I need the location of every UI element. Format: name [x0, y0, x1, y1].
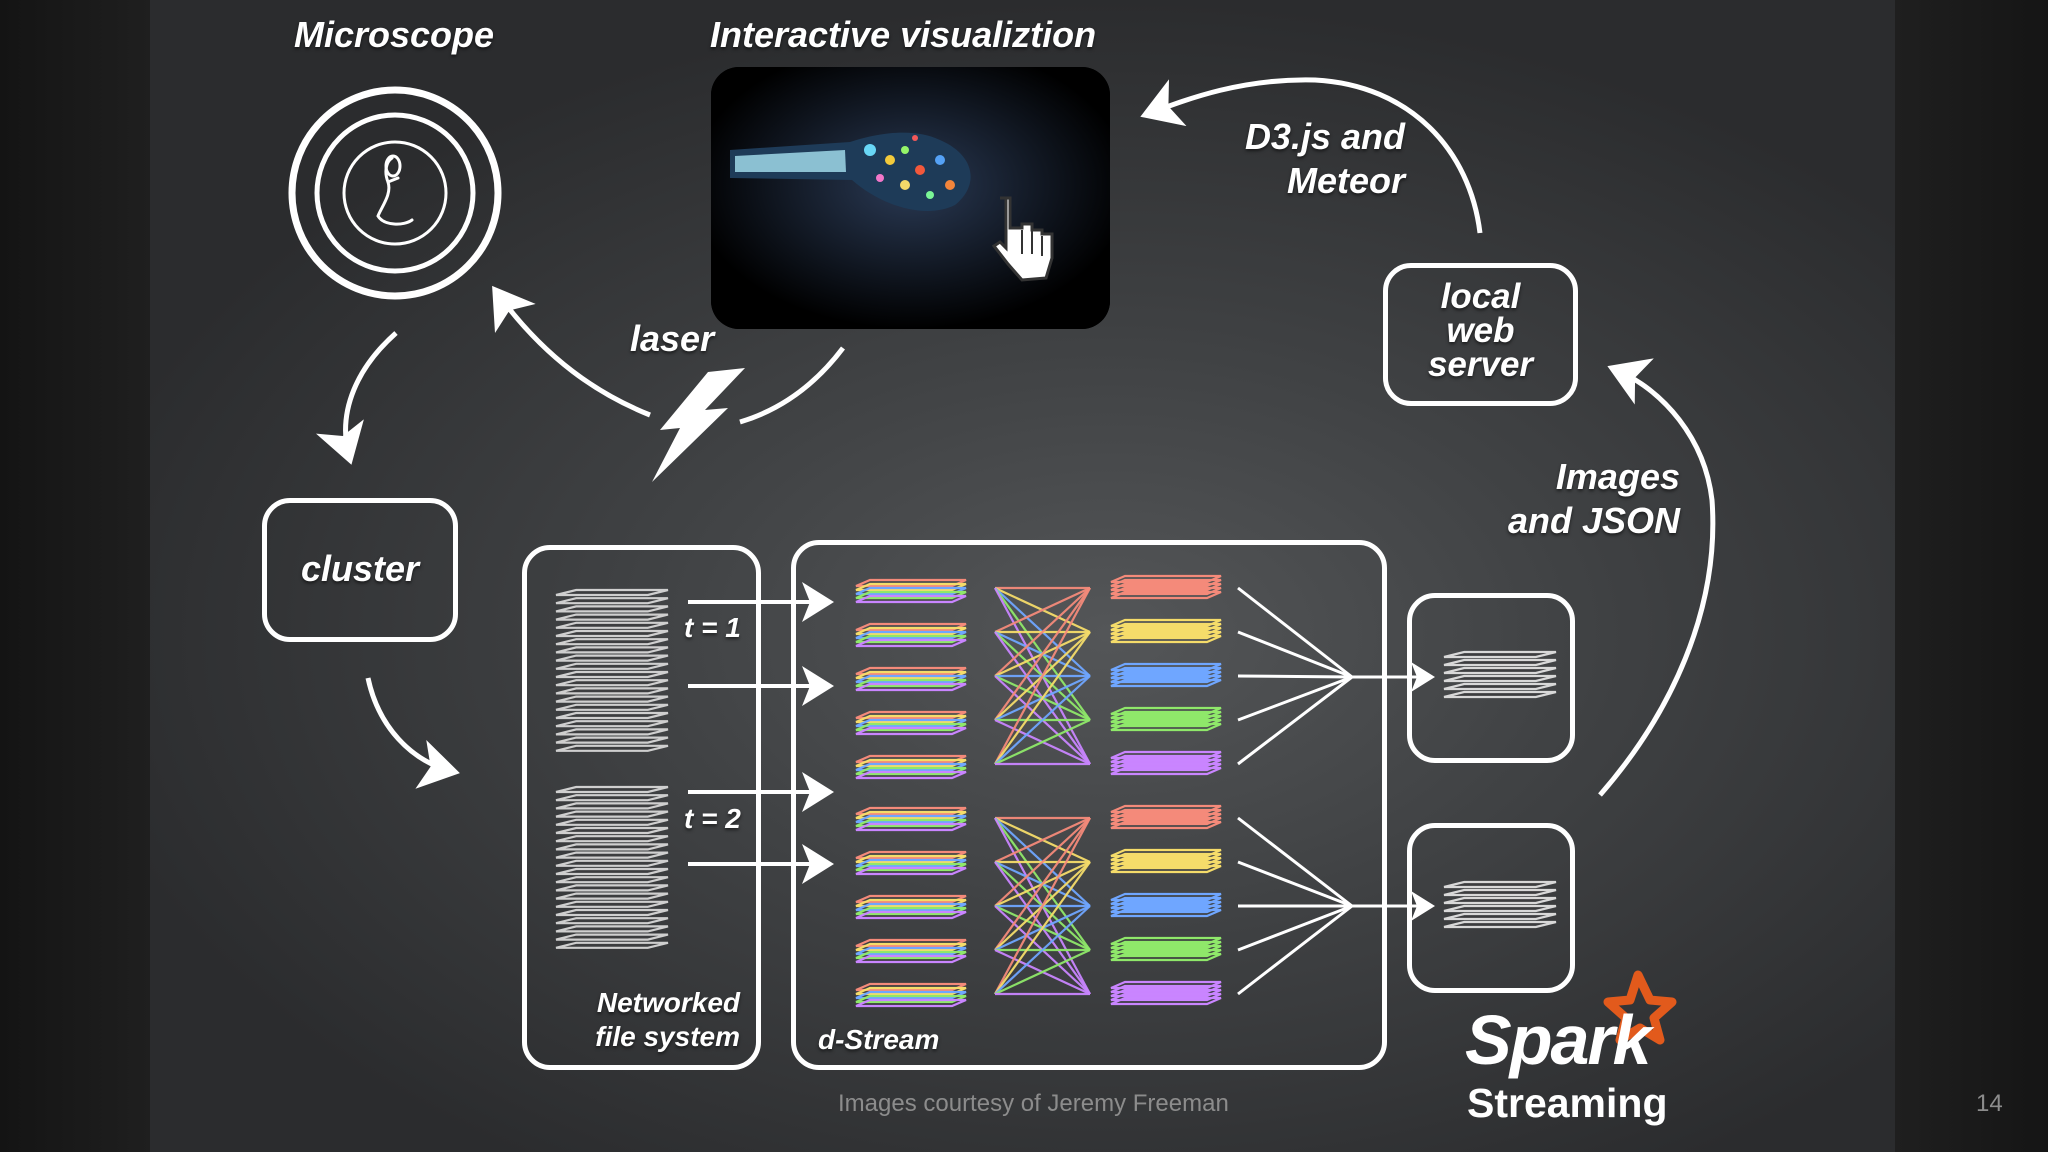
label-interactive-visualization: Interactive visualiztion: [710, 14, 1097, 55]
nfs-stack-t2: [555, 785, 669, 949]
label-laser: laser: [630, 318, 715, 359]
input-partition: [855, 754, 967, 780]
label-dstream: d-Stream: [818, 1024, 940, 1055]
input-partition: [855, 710, 967, 736]
spark-logo-word: Spark: [1465, 1001, 1652, 1079]
arrow-server-to-viz: [1140, 77, 1483, 234]
input-partition: [855, 622, 967, 648]
nfs-box: [522, 545, 761, 1070]
input-partition: [855, 894, 967, 920]
label-t1: t = 1: [684, 612, 741, 643]
footer-credit: Images courtesy of Jeremy Freeman: [838, 1090, 1229, 1117]
page-number: 14: [1976, 1090, 2003, 1117]
label-networked-file-system: Networked file system: [595, 987, 740, 1052]
spark-logo-streaming: Streaming: [1467, 1080, 1668, 1126]
arrow-laser-to-microscope: [492, 285, 651, 418]
dstream-shuffle-lines: [994, 586, 1091, 996]
dstream-output-layers: [1110, 574, 1222, 1006]
output-partition: [1110, 980, 1222, 1006]
output-partition: [1110, 804, 1222, 830]
output-partition: [1110, 662, 1222, 688]
input-partition: [855, 806, 967, 832]
output-partition: [1110, 706, 1222, 732]
label-d3-meteor: D3.js and Meteor: [1244, 116, 1405, 201]
output-partition: [1110, 892, 1222, 918]
arrow-microscope-to-cluster: [316, 331, 398, 465]
nfs-stacks: [555, 588, 669, 949]
input-partition: [855, 938, 967, 964]
input-partition: [855, 578, 967, 604]
dstream-box: [791, 540, 1387, 1070]
dstream-reduce-lines: [1237, 586, 1435, 996]
label-local-web-server: local web server: [1427, 277, 1534, 384]
output-partition: [1110, 618, 1222, 644]
output-partition: [1110, 848, 1222, 874]
cluster-box: [262, 498, 458, 642]
output-partition: [1110, 936, 1222, 962]
local-web-server-box: [1383, 263, 1578, 406]
result-stack-1: [1443, 650, 1557, 699]
result-stacks: [1443, 650, 1557, 929]
zebrafish-icon: [376, 154, 414, 226]
result-box-1: [1407, 593, 1575, 763]
nfs-stack-t1: [555, 588, 669, 752]
input-partition: [855, 666, 967, 692]
result-box-2: [1407, 823, 1575, 993]
label-images-json: Images and JSON: [1507, 456, 1680, 541]
label-cluster: cluster: [300, 548, 420, 589]
output-partition: [1110, 750, 1222, 776]
lightning-bolt-icon: [652, 368, 745, 482]
microscope-icon: [288, 86, 502, 300]
output-partition: [1110, 574, 1222, 600]
dstream-input-layers: [855, 578, 967, 1008]
spark-star-icon: [1603, 970, 1677, 1045]
result-stack-2: [1443, 880, 1557, 929]
input-partition: [855, 850, 967, 876]
arrow-results-to-server: [1598, 358, 1716, 797]
hand-cursor-icon: [991, 196, 1054, 282]
arrow-viz-to-laser: [739, 346, 845, 425]
label-microscope: Microscope: [294, 14, 495, 55]
arrow-cluster-to-nfs: [365, 677, 460, 789]
label-t2: t = 2: [684, 803, 741, 834]
input-partition: [855, 982, 967, 1008]
visualization-image: [711, 67, 1110, 329]
